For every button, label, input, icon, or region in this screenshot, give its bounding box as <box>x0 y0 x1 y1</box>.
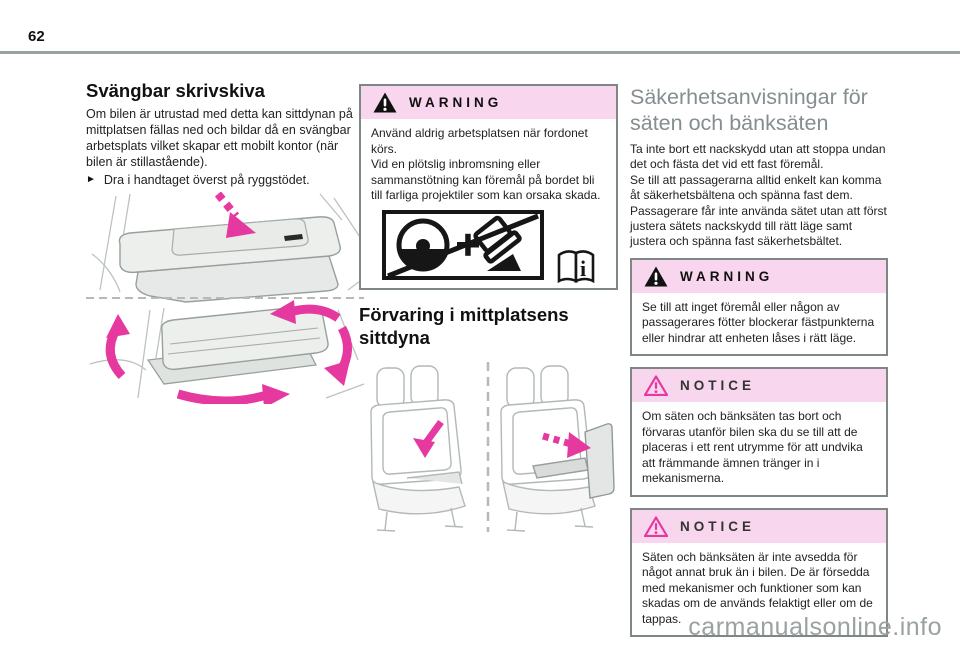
flipped-cushion-panel <box>584 423 615 499</box>
safety-paragraph: Ta inte bort ett nackskydd utan att stop… <box>630 142 886 172</box>
warning-header: WARNING <box>632 259 886 293</box>
warning-body: Använd aldrig arbetsplatsen när fordonet… <box>361 119 616 288</box>
watermark-text: carmanualsonline.info <box>688 613 942 641</box>
desk-body <box>135 255 339 303</box>
swivel-desk-paragraph: Om bilen är utrustad med detta kan sittd… <box>86 107 353 170</box>
prohibition-slash <box>387 213 539 278</box>
notice-title: NOTICE <box>680 518 756 534</box>
notice-header: NOTICE <box>632 509 886 543</box>
laptop-base-shadow <box>487 253 521 271</box>
fold-arrow-left-seat <box>413 419 444 458</box>
section-title-safety: Säkerhetsanvisningar för säten och bänks… <box>630 85 868 135</box>
notice-body: Säten och bänksäten är inte avsedda för … <box>632 543 886 636</box>
warning-box-attachment: WARNING Se till att inget föremål eller … <box>630 257 888 357</box>
warning-text-line: Använd aldrig arbetsplatsen när fordonet… <box>371 126 588 156</box>
notice-header: NOTICE <box>632 369 886 403</box>
notice-triangle-icon <box>644 516 668 537</box>
warning-body: Se till att inget föremål eller någon av… <box>632 293 886 355</box>
arrow-bullet-icon: ► <box>86 174 96 186</box>
notice-box-storage: NOTICE Om säten och bänksäten tas bort o… <box>630 367 888 497</box>
interior-context-lines <box>91 193 364 293</box>
notice-body: Om säten och bänksäten tas bort och förv… <box>632 402 886 495</box>
desk-ridges <box>167 327 321 355</box>
notice-title: NOTICE <box>680 378 756 394</box>
fold-arrow-right-seat <box>542 431 591 458</box>
warning-triangle-icon <box>373 92 397 113</box>
no-table-while-driving-icon: i <box>382 209 595 283</box>
warning-box-worktable: WARNING Använd aldrig arbetsplatsen när … <box>359 84 618 290</box>
info-book-label: i <box>580 256 586 281</box>
right-column: Säkerhetsanvisningar för säten och bänks… <box>630 84 888 638</box>
info-book-icon: i <box>557 249 595 283</box>
left-column: Svängbar skrivskiva Om bilen är utrustad… <box>86 80 364 405</box>
seat-storage-illustration <box>370 361 615 532</box>
middle-column: WARNING Använd aldrig arbetsplatsen när … <box>359 84 618 536</box>
warning-text-line: Vid en plötslig inbromsning eller samman… <box>371 157 601 202</box>
warning-header: WARNING <box>361 86 616 119</box>
warning-text: Se till att inget föremål eller någon av… <box>642 299 875 345</box>
safety-paragraph: Se till att passagerarna alltid enkelt k… <box>630 172 882 203</box>
section-title-swivel-desk: Svängbar skrivskiva <box>86 80 265 101</box>
notice-triangle-icon <box>644 375 668 397</box>
desk-top-swiveled <box>161 305 329 371</box>
warning-title: WARNING <box>680 268 774 284</box>
header-rule <box>0 51 960 54</box>
seat-left <box>370 365 466 532</box>
section-title-storage: Förvaring i mittplatsens sittdyna <box>359 304 569 348</box>
fold-down-arrow <box>214 192 256 239</box>
desk-handle <box>284 234 303 242</box>
page-number: 62 <box>28 28 45 45</box>
warning-title: WARNING <box>409 95 503 110</box>
seat-right <box>500 365 615 532</box>
desk-lid <box>171 218 309 257</box>
rotation-arrowheads <box>106 300 350 405</box>
warning-triangle-icon <box>644 266 668 287</box>
notice-box-usage: NOTICE Säten och bänksäten är inte avsed… <box>630 507 888 638</box>
swivel-desk-illustration <box>86 192 364 405</box>
instruction-bullet-line: ► Dra i handtaget överst på ryggstödet. <box>86 172 364 188</box>
notice-text: Säten och bänksäten är inte avsedda för … <box>642 549 873 626</box>
notice-text: Om säten och bänksäten tas bort och förv… <box>642 409 863 486</box>
safety-paragraph: Passagerare får inte använda sätet utan … <box>630 203 887 249</box>
instruction-text: Dra i handtaget överst på ryggstödet. <box>103 173 310 188</box>
